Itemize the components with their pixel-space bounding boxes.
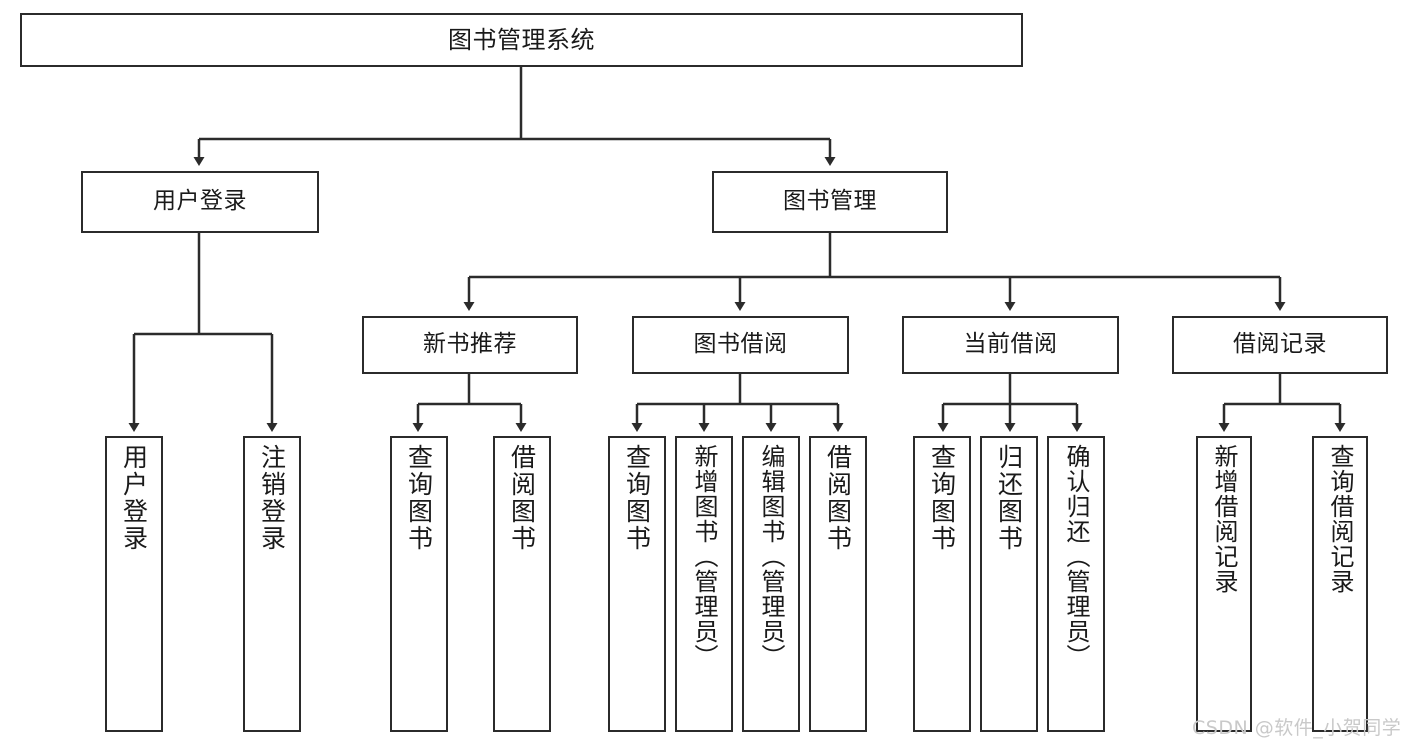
node-label: 图书借阅 [693,331,788,358]
leaf-book-borrow-add[interactable]: 新增图书（管理员） [675,436,733,732]
leaf-book-borrow-borrow[interactable]: 借阅图书 [809,436,867,732]
node-label: 编辑图书（管理员） [757,444,785,669]
node-label: 归还图书 [994,444,1024,552]
leaf-borrow-record-add[interactable]: 新增借阅记录 [1196,436,1252,732]
node-user-login[interactable]: 用户登录 [81,171,319,233]
leaf-user-login-login[interactable]: 用户登录 [105,436,163,732]
node-label: 用户登录 [153,188,247,215]
node-label: 借阅记录 [1233,331,1327,358]
node-label: 新增借阅记录 [1210,444,1238,594]
leaf-current-borrow-query[interactable]: 查询图书 [913,436,971,732]
node-label: 图书管理系统 [448,25,595,54]
leaf-current-borrow-confirm-return[interactable]: 确认归还（管理员） [1047,436,1105,732]
node-label: 借阅图书 [507,444,537,552]
node-label: 用户登录 [119,444,149,552]
node-root[interactable]: 图书管理系统 [20,13,1023,67]
node-new-book-recommend[interactable]: 新书推荐 [362,316,578,374]
node-current-borrow[interactable]: 当前借阅 [902,316,1119,374]
node-label: 确认归还（管理员） [1062,444,1090,669]
node-book-management[interactable]: 图书管理 [712,171,948,233]
node-label: 新增图书（管理员） [690,444,718,669]
node-borrow-record[interactable]: 借阅记录 [1172,316,1388,374]
node-label: 查询图书 [622,444,652,552]
node-label: 查询借阅记录 [1326,444,1354,594]
node-label: 借阅图书 [823,444,853,552]
node-label: 当前借阅 [963,331,1058,358]
watermark-text: CSDN @软件_小贺同学 [1192,717,1402,739]
leaf-new-book-borrow[interactable]: 借阅图书 [493,436,551,732]
node-label: 图书管理 [783,188,877,215]
leaf-current-borrow-return[interactable]: 归还图书 [980,436,1038,732]
leaf-borrow-record-query[interactable]: 查询借阅记录 [1312,436,1368,732]
node-label: 新书推荐 [423,331,517,358]
leaf-book-borrow-edit[interactable]: 编辑图书（管理员） [742,436,800,732]
node-book-borrow[interactable]: 图书借阅 [632,316,849,374]
node-label: 查询图书 [927,444,957,552]
node-label: 注销登录 [257,444,287,552]
leaf-book-borrow-query[interactable]: 查询图书 [608,436,666,732]
leaf-new-book-query[interactable]: 查询图书 [390,436,448,732]
node-label: 查询图书 [404,444,434,552]
leaf-user-login-logout[interactable]: 注销登录 [243,436,301,732]
